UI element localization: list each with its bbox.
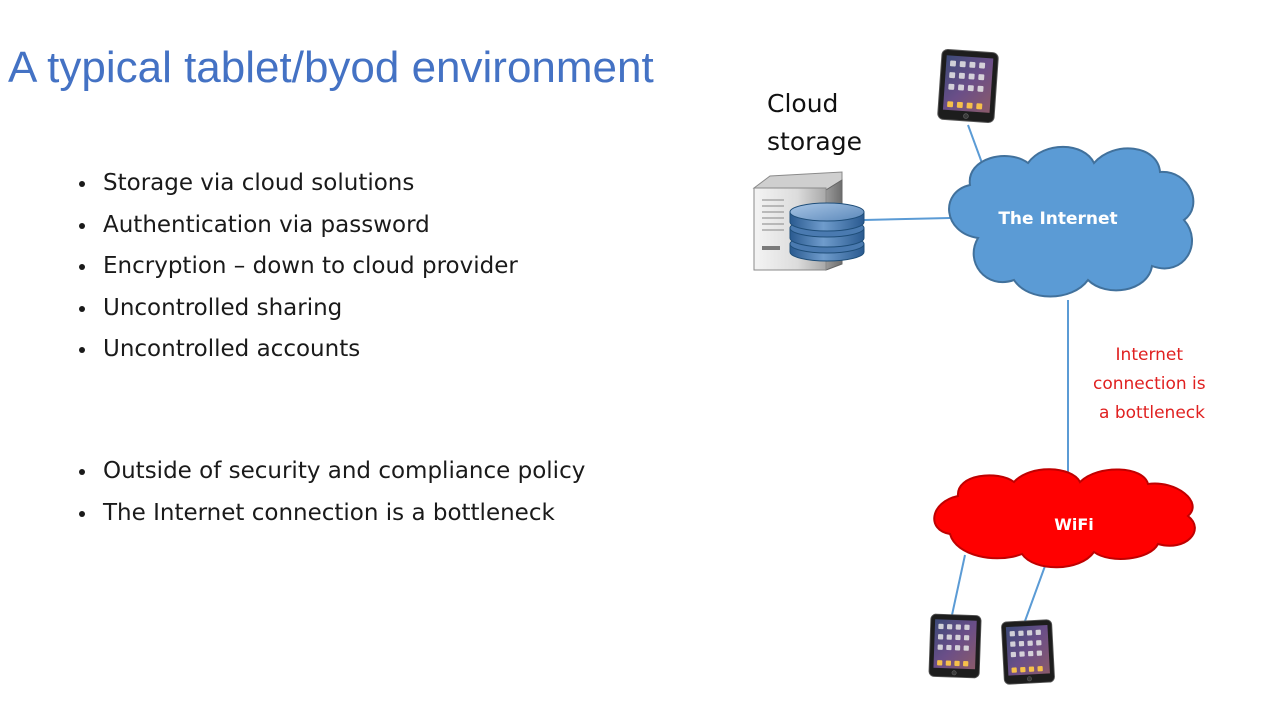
wifi-cloud: WiFi bbox=[933, 468, 1196, 569]
cloud-icon bbox=[948, 145, 1195, 298]
bullet-item: Authentication via password bbox=[78, 210, 518, 252]
bullet-item: Encryption – down to cloud provider bbox=[78, 251, 518, 293]
connector-lines bbox=[863, 124, 1069, 622]
bottleneck-note: Internet connection is a bottleneck bbox=[1093, 345, 1211, 423]
cloud-storage-label: Cloud storage bbox=[767, 89, 862, 156]
database-disks bbox=[789, 202, 865, 262]
internet-cloud: The Internet bbox=[948, 145, 1195, 298]
bullet-item: Uncontrolled accounts bbox=[78, 334, 518, 376]
connector-wifi-tablet-right bbox=[1024, 565, 1046, 622]
internet-label: The Internet bbox=[998, 209, 1117, 229]
tablet-icon bbox=[936, 48, 1000, 124]
bullet-item: Uncontrolled sharing bbox=[78, 293, 518, 335]
slide-title: A typical tablet/byod environment bbox=[8, 43, 654, 92]
cloud-icon bbox=[933, 468, 1196, 569]
bullet-list-consequences: Outside of security and compliance polic… bbox=[78, 456, 585, 539]
cloud-storage-label-line: Cloud bbox=[767, 89, 838, 118]
bullet-list-issues: Storage via cloud solutions Authenticati… bbox=[78, 168, 518, 376]
cloud-storage-label-line: storage bbox=[767, 127, 862, 156]
bottleneck-note-line: connection is bbox=[1093, 374, 1206, 394]
wifi-label: WiFi bbox=[1054, 515, 1094, 534]
tablet-icon bbox=[1000, 619, 1056, 685]
connector-tablet-internet bbox=[967, 124, 983, 164]
connector-server-internet bbox=[863, 217, 951, 221]
bottleneck-note-line: Internet bbox=[1116, 345, 1184, 365]
database-server-icon bbox=[752, 171, 865, 271]
connector-wifi-tablet-left bbox=[951, 554, 966, 616]
bottleneck-note-line: a bottleneck bbox=[1099, 403, 1205, 423]
tablet-icon bbox=[928, 613, 982, 679]
bullet-item: The Internet connection is a bottleneck bbox=[78, 498, 585, 540]
bullet-item: Storage via cloud solutions bbox=[78, 168, 518, 210]
bullet-item: Outside of security and compliance polic… bbox=[78, 456, 585, 498]
